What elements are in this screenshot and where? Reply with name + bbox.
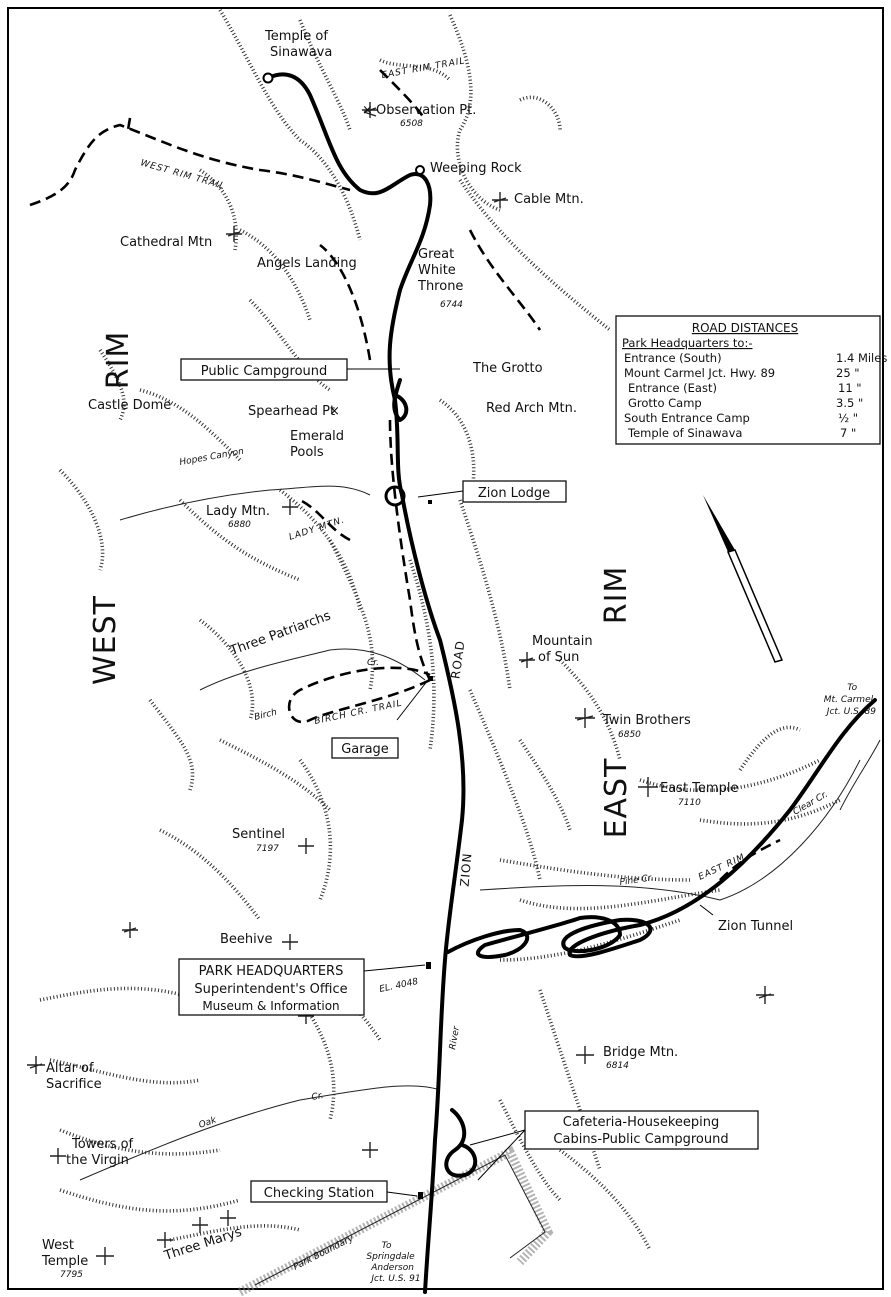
bridge-mtn-label: Bridge Mtn. bbox=[603, 1045, 678, 1060]
birch-cr-label: Cr. bbox=[367, 658, 379, 668]
svg-text:Checking Station: Checking Station bbox=[264, 1186, 374, 1201]
cathedral-mtn-label: Cathedral Mtn bbox=[120, 235, 212, 250]
cafeteria-box: Cafeteria-Housekeeping Cabins-Public Cam… bbox=[524, 1110, 759, 1150]
to-mt-carmel-label: To Mt. Carmel Jct. U.S. 89 bbox=[824, 683, 876, 717]
svg-text:Cabins-Public Campground: Cabins-Public Campground bbox=[553, 1132, 728, 1147]
castle-dome-label: Castle Dome bbox=[88, 398, 171, 413]
emerald-pools-label: Emerald Pools bbox=[290, 429, 348, 460]
north-arrow-icon bbox=[703, 495, 784, 663]
spearhead-pt-label: Spearhead Pt bbox=[248, 404, 335, 419]
distance-row: Grotto Camp 3.5 " bbox=[628, 396, 863, 410]
mountain-of-sun-label: Mountain of Sun bbox=[532, 634, 597, 665]
oak-cr-label: Cr. bbox=[311, 1091, 325, 1103]
zion-road bbox=[262, 72, 877, 1294]
distance-row: Mount Carmel Jct. Hwy. 89 25 " bbox=[624, 366, 860, 380]
zion-tunnel-label: Zion Tunnel bbox=[718, 919, 793, 934]
svg-text:Entrance (South): Entrance (South) bbox=[624, 351, 722, 365]
towers-of-the-virgin-label: Towers of the Virgin bbox=[66, 1137, 137, 1168]
svg-text:Zion Lodge: Zion Lodge bbox=[478, 486, 550, 501]
zion-lodge-box: Zion Lodge bbox=[462, 480, 567, 503]
svg-text:Public Campground: Public Campground bbox=[201, 364, 328, 379]
svg-text:Superintendent's Office: Superintendent's Office bbox=[194, 982, 347, 997]
svg-text:Mount Carmel Jct. Hwy. 89: Mount Carmel Jct. Hwy. 89 bbox=[624, 366, 775, 380]
zion-road-label-zion: ZION bbox=[458, 852, 475, 887]
cable-mtn-label: Cable Mtn. bbox=[514, 192, 584, 207]
road-distances-subtitle: Park Headquarters to:- bbox=[622, 336, 752, 350]
road-distances-table: ROAD DISTANCES Park Headquarters to:- En… bbox=[615, 315, 887, 445]
park-boundary-line bbox=[254, 1154, 546, 1286]
checking-station-box: Checking Station bbox=[250, 1180, 388, 1203]
leader-lines bbox=[347, 368, 714, 1197]
svg-text:½ ": ½ " bbox=[838, 411, 858, 425]
garage-box: Garage bbox=[331, 737, 399, 759]
observation-pt-x-icon: × bbox=[362, 103, 373, 118]
park-headquarters-box: PARK HEADQUARTERS Superintendent's Offic… bbox=[178, 958, 365, 1016]
great-white-throne-elev: 6744 bbox=[440, 300, 463, 310]
distance-row: Entrance (South) 1.4 Miles bbox=[624, 351, 887, 365]
east-temple-label: East Temple bbox=[660, 781, 738, 796]
cafeteria-loop bbox=[444, 1108, 478, 1178]
svg-text:Cafeteria-Housekeeping: Cafeteria-Housekeeping bbox=[563, 1115, 719, 1130]
west-temple-label: West Temple bbox=[41, 1238, 88, 1269]
great-white-throne-label: Great White Throne bbox=[417, 247, 463, 294]
svg-text:25 ": 25 " bbox=[836, 366, 860, 380]
terrain-hachures bbox=[39, 9, 841, 1251]
red-arch-mtn-label: Red Arch Mtn. bbox=[486, 401, 577, 416]
twin-brothers-elev: 6850 bbox=[618, 730, 641, 740]
svg-text:Temple of Sinawava: Temple of Sinawava bbox=[627, 426, 742, 440]
lady-mtn-label: Lady Mtn. bbox=[206, 504, 270, 519]
altar-of-sacrifice-label: Altar of Sacrifice bbox=[46, 1061, 102, 1092]
peak-markers bbox=[27, 102, 774, 1265]
svg-text:Garage: Garage bbox=[341, 742, 389, 757]
east-rim-label-rim: RIM bbox=[599, 566, 634, 625]
observation-pt-elev: 6508 bbox=[400, 119, 423, 129]
west-rim-label-west: WEST bbox=[88, 595, 123, 685]
park-boundary bbox=[237, 1145, 554, 1296]
bridge-mtn-elev: 6814 bbox=[606, 1061, 629, 1071]
spearhead-pt-x-icon: × bbox=[329, 404, 340, 419]
distance-row: South Entrance Camp ½ " bbox=[624, 411, 858, 425]
east-rim-label-east: EAST bbox=[599, 758, 634, 839]
east-temple-elev: 7110 bbox=[678, 798, 701, 808]
svg-text:Grotto Camp: Grotto Camp bbox=[628, 396, 702, 410]
beehive-label: Beehive bbox=[220, 932, 272, 947]
svg-text:Entrance (East): Entrance (East) bbox=[628, 381, 717, 395]
lady-mtn-elev: 6880 bbox=[228, 520, 251, 530]
svg-text:PARK HEADQUARTERS: PARK HEADQUARTERS bbox=[199, 964, 344, 979]
west-rim-label-rim: RIM bbox=[101, 331, 136, 390]
pine-cr-label: Pine Cr. bbox=[619, 873, 654, 888]
the-grotto-label: The Grotto bbox=[472, 361, 543, 376]
svg-text:11 ": 11 " bbox=[838, 381, 862, 395]
zion-road-label-road: ROAD bbox=[448, 639, 467, 680]
weeping-rock-label: Weeping Rock bbox=[430, 161, 522, 176]
map-frame bbox=[7, 7, 884, 1290]
public-campground-box: Public Campground bbox=[180, 358, 348, 381]
river-label: River bbox=[448, 1025, 462, 1051]
road-distances-title: ROAD DISTANCES bbox=[692, 321, 798, 335]
west-temple-elev: 7795 bbox=[60, 1270, 83, 1280]
to-springdale-label: To Springdale Anderson Jct. U.S. 91 bbox=[366, 1241, 420, 1284]
distance-row: Entrance (East) 11 " bbox=[628, 381, 862, 395]
svg-text:3.5 ": 3.5 " bbox=[836, 396, 863, 410]
sentinel-label: Sentinel bbox=[232, 827, 285, 842]
building-markers bbox=[418, 500, 433, 1199]
zion-lodge-loop bbox=[384, 485, 406, 507]
observation-pt-label: Observation Pt. bbox=[376, 103, 476, 118]
svg-text:7 ": 7 " bbox=[840, 426, 856, 440]
distance-row: Temple of Sinawava 7 " bbox=[627, 426, 856, 440]
svg-text:South Entrance Camp: South Entrance Camp bbox=[624, 411, 750, 425]
sentinel-elev: 7197 bbox=[256, 844, 279, 854]
svg-text:Museum & Information: Museum & Information bbox=[202, 999, 339, 1013]
temple-of-sinawava-marker bbox=[262, 72, 274, 84]
temple-of-sinawava-label: Temple of Sinawava bbox=[264, 29, 332, 60]
svg-text:1.4 Miles: 1.4 Miles bbox=[836, 351, 887, 365]
grotto-loop bbox=[392, 378, 409, 422]
angels-landing-label: Angels Landing bbox=[257, 256, 357, 271]
weeping-rock-marker bbox=[415, 165, 425, 175]
streams bbox=[79, 485, 881, 1181]
twin-brothers-label: Twin Brothers bbox=[602, 713, 691, 728]
